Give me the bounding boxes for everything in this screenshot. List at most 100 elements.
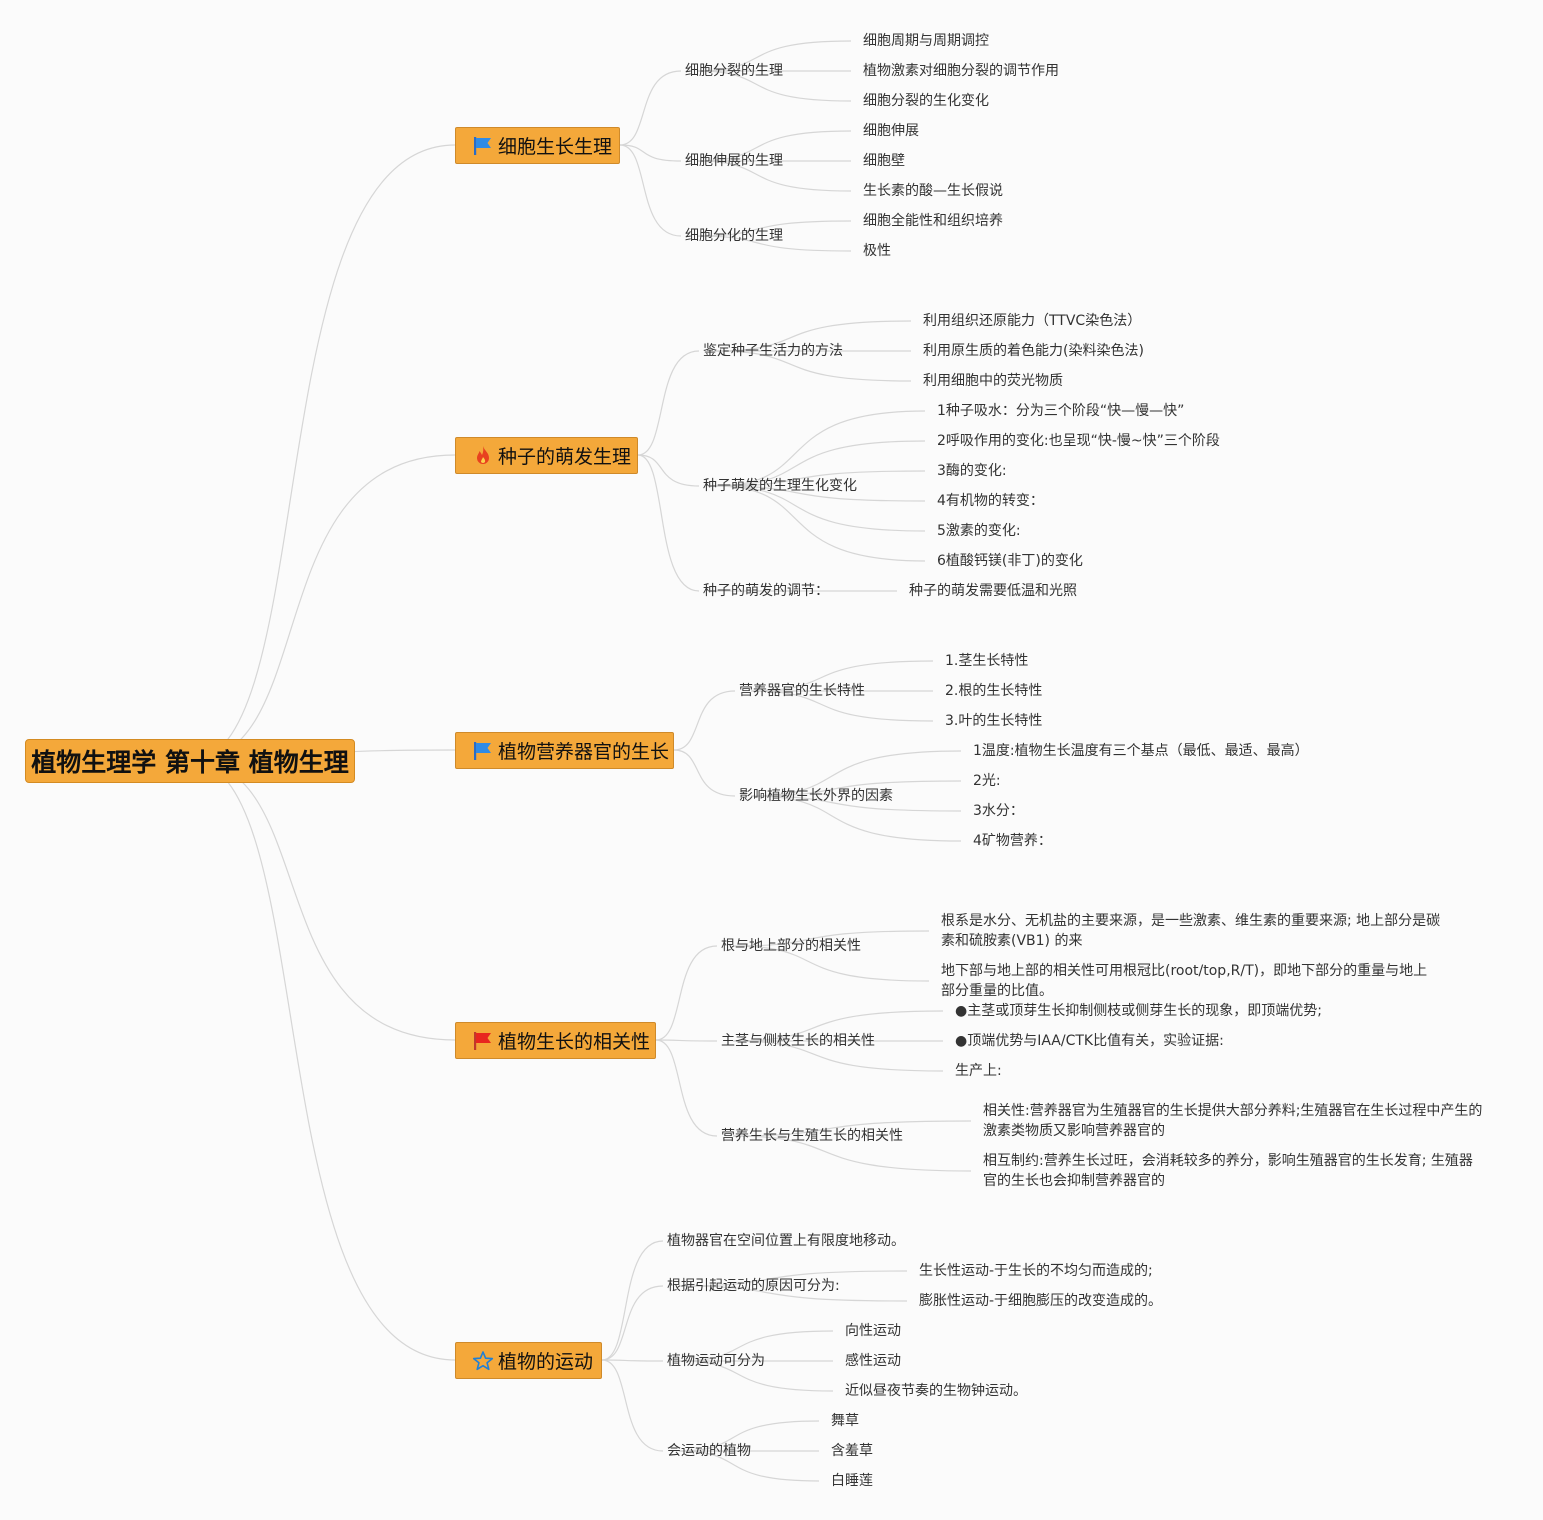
leaf-topic[interactable]: 利用原生质的着色能力(染料染色法) [923, 343, 1144, 359]
branch-connector-4-1 [601, 1285, 664, 1361]
subtopic[interactable]: 鉴定种子生活力的方法 [703, 343, 843, 359]
leaf-topic[interactable]: 极性 [863, 243, 891, 259]
subtopic[interactable]: 营养器官的生长特性 [739, 683, 865, 699]
main-topic-3[interactable]: 植物营养器官的生长 [455, 732, 674, 769]
leaf-connector [732, 945, 930, 982]
leaf-topic[interactable]: ●主茎或顶芽生长抑制侧枝或侧芽生长的现象，即顶端优势; [955, 1003, 1322, 1019]
leaf-connector [714, 485, 926, 502]
root-connector-3 [189, 760, 456, 1041]
subtopic[interactable]: 会运动的植物 [667, 1443, 751, 1459]
branch-connector-0-2 [619, 144, 682, 237]
main-topic-label: 植物营养器官的生长 [498, 741, 670, 763]
leaf-topic[interactable]: 1.茎生长特性 [945, 653, 1029, 669]
root-connector-4 [189, 760, 456, 1361]
leaf-topic[interactable]: 含羞草 [831, 1443, 873, 1459]
branch-connector-1-1 [637, 454, 700, 487]
main-topic-4[interactable]: 植物生长的相关性 [455, 1022, 656, 1059]
leaf-connector [696, 235, 852, 252]
leaf-topic[interactable]: 种子的萌发需要低温和光照 [909, 583, 1077, 599]
leaf-connector [750, 750, 962, 797]
leaf-connector [732, 1135, 972, 1172]
leaf-connector [678, 1270, 908, 1287]
leaf-topic[interactable]: 细胞周期与周期调控 [863, 33, 989, 49]
leaf-topic[interactable]: 近似昼夜节奏的生物钟运动。 [845, 1383, 1027, 1399]
leaf-connector [732, 1040, 944, 1072]
subtopic[interactable]: 细胞分化的生理 [685, 228, 783, 244]
branch-connector-1-0 [637, 350, 700, 456]
leaf-topic[interactable]: 细胞全能性和组织培养 [863, 213, 1003, 229]
leaf-topic[interactable]: 1温度:植物生长温度有三个基点（最低、最适、最高） [973, 743, 1309, 759]
branch-connector-3-2 [655, 1039, 718, 1137]
root-topic[interactable]: 植物生理学 第十章 植物生理 [25, 739, 355, 783]
leaf-connector [714, 440, 926, 487]
leaf-topic[interactable]: ●顶端优势与IAA/CTK比值有关，实验证据: [955, 1033, 1224, 1049]
leaf-connector [750, 660, 934, 692]
leaf-connector [714, 320, 912, 352]
leaf-topic[interactable]: 相关性:营养器官为生殖器官的生长提供大部分养料;生殖器官在生长过程中产生的激素类… [983, 1103, 1483, 1139]
leaf-connector [750, 795, 962, 812]
leaf-topic[interactable]: 6植酸钙镁(非丁)的变化 [937, 553, 1083, 569]
leaf-topic[interactable]: 3水分： [973, 803, 1024, 819]
branch-connector-0-0 [619, 70, 682, 146]
leaf-topic[interactable]: 生产上: [955, 1063, 1002, 1079]
leaf-topic[interactable]: 细胞壁 [863, 153, 905, 169]
leaf-connector [750, 795, 962, 842]
branch-connector-3-0 [655, 945, 718, 1041]
leaf-topic[interactable]: 舞草 [831, 1413, 859, 1429]
branch-connector-3-1 [655, 1039, 718, 1042]
branch-connector-1-2 [637, 454, 700, 592]
leaf-topic[interactable]: 感性运动 [845, 1353, 901, 1369]
leaf-connector [696, 130, 852, 162]
branch-connector-2-0 [673, 690, 736, 751]
leaf-topic[interactable]: 细胞分裂的生化变化 [863, 93, 989, 109]
subtopic[interactable]: 植物器官在空间位置上有限度地移动。 [667, 1233, 905, 1249]
subtopic[interactable]: 细胞分裂的生理 [685, 63, 783, 79]
subtopic[interactable]: 细胞伸展的生理 [685, 153, 783, 169]
fire-icon [472, 445, 494, 467]
subtopic[interactable]: 营养生长与生殖生长的相关性 [721, 1128, 903, 1144]
main-topic-label: 细胞生长生理 [498, 136, 613, 158]
leaf-topic[interactable]: 白睡莲 [831, 1473, 873, 1489]
leaf-connector [696, 40, 852, 72]
main-topic-5[interactable]: 植物的运动 [455, 1342, 602, 1379]
leaf-topic[interactable]: 相互制约:营养生长过旺，会消耗较多的养分，影响生殖器官的生长发育; 生殖器官的生… [983, 1153, 1473, 1189]
main-topic-label: 植物的运动 [498, 1351, 594, 1373]
leaf-topic[interactable]: 2光: [973, 773, 1001, 789]
subtopic[interactable]: 植物运动可分为 [667, 1353, 765, 1369]
leaf-topic[interactable]: 1种子吸水：分为三个阶段“快—慢—快” [937, 403, 1185, 419]
leaf-topic[interactable]: 根系是水分、无机盐的主要来源，是一些激素、维生素的重要来源; 地上部分是碳素和硫… [941, 913, 1441, 949]
leaf-topic[interactable]: 2呼吸作用的变化:也呈现“快-慢~快”三个阶段 [937, 433, 1220, 449]
leaf-topic[interactable]: 5激素的变化: [937, 523, 1021, 539]
leaf-connector [732, 1010, 944, 1042]
red-flag-icon [472, 1030, 494, 1052]
subtopic[interactable]: 影响植物生长外界的因素 [739, 788, 893, 804]
leaf-topic[interactable]: 膨胀性运动-于细胞膨压的改变造成的。 [919, 1293, 1163, 1309]
leaf-topic[interactable]: 2.根的生长特性 [945, 683, 1043, 699]
leaf-topic[interactable]: 植物激素对细胞分裂的调节作用 [863, 63, 1059, 79]
leaf-topic[interactable]: 生长性运动-于生长的不均匀而造成的; [919, 1263, 1153, 1279]
leaf-connector [678, 1330, 834, 1362]
leaf-topic[interactable]: 生长素的酸—生长假说 [863, 183, 1003, 199]
leaf-topic[interactable]: 地下部与地上部的相关性可用根冠比(root/top,R/T)，即地下部分的重量与… [941, 963, 1428, 999]
main-topic-2[interactable]: 种子的萌发生理 [455, 437, 638, 474]
subtopic[interactable]: 根与地上部分的相关性 [721, 938, 861, 954]
main-topic-1[interactable]: 细胞生长生理 [455, 127, 620, 164]
leaf-topic[interactable]: 细胞伸展 [863, 123, 919, 139]
leaf-topic[interactable]: 4有机物的转变： [937, 493, 1044, 509]
star-icon [472, 1350, 494, 1372]
subtopic[interactable]: 种子萌发的生理生化变化 [703, 478, 857, 494]
leaf-connector [678, 1420, 820, 1452]
leaf-topic[interactable]: 利用组织还原能力（TTVC染色法） [923, 313, 1142, 329]
root-connector-1 [189, 454, 456, 762]
leaf-topic[interactable]: 向性运动 [845, 1323, 901, 1339]
leaf-topic[interactable]: 4矿物营养： [973, 833, 1052, 849]
leaf-topic[interactable]: 3酶的变化: [937, 463, 1007, 479]
subtopic[interactable]: 主茎与侧枝生长的相关性 [721, 1033, 875, 1049]
leaf-topic[interactable]: 3.叶的生长特性 [945, 713, 1043, 729]
subtopic[interactable]: 根据引起运动的原因可分为: [667, 1278, 840, 1294]
leaf-connector [750, 780, 962, 797]
subtopic[interactable]: 种子的萌发的调节： [703, 583, 829, 599]
leaf-connector [696, 220, 852, 237]
leaf-topic[interactable]: 利用细胞中的荧光物质 [923, 373, 1063, 389]
